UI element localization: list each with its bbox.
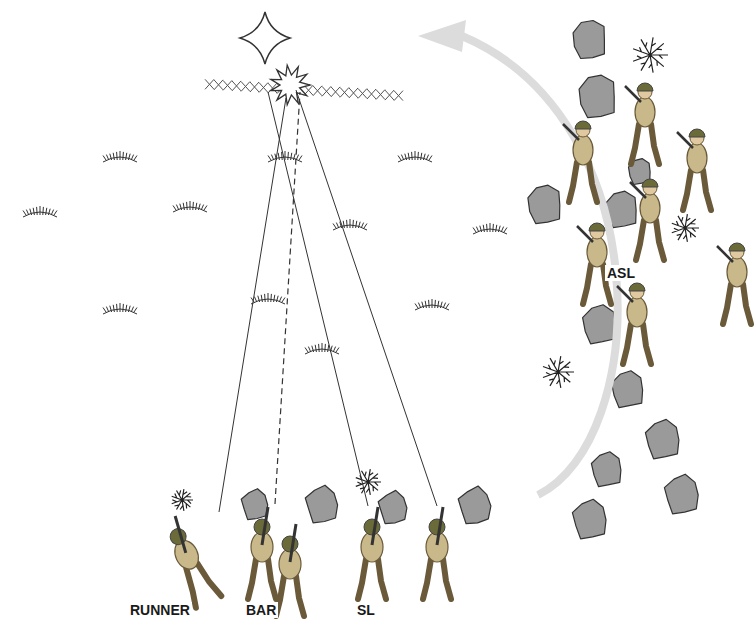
grass-tuft [23, 206, 57, 217]
soldier [577, 223, 611, 304]
shrub [633, 37, 668, 72]
rock [579, 75, 614, 117]
position-label: BAR [244, 602, 278, 618]
firing-soldier [157, 513, 221, 608]
grass-tuft [333, 219, 367, 230]
rock [458, 486, 491, 524]
rock [305, 485, 337, 523]
wire-obstacle [205, 79, 403, 100]
rock [573, 21, 604, 59]
shrub [172, 489, 193, 511]
grass-tuft [415, 299, 449, 310]
shrub [672, 214, 699, 242]
grass-tuft [103, 151, 137, 162]
rock [583, 305, 616, 344]
grass-tuft [398, 151, 432, 162]
soldier [717, 243, 751, 324]
soldier [625, 83, 659, 164]
position-label: ASL [605, 265, 637, 281]
rock [612, 371, 643, 408]
rock [528, 185, 560, 223]
grass-tuft [305, 343, 339, 354]
position-label: RUNNER [128, 602, 192, 618]
grass-tuft [251, 293, 285, 304]
rock [591, 452, 621, 487]
grass-tuft [173, 201, 207, 212]
position-label: SL [355, 602, 377, 618]
soldier [617, 283, 651, 364]
firing-soldier [276, 524, 304, 616]
rock [572, 499, 606, 539]
firing-soldier [248, 507, 276, 599]
soldier [677, 129, 711, 210]
firing-soldier [358, 507, 386, 599]
grass-tuft [103, 303, 137, 314]
soldier [630, 179, 664, 260]
rock [241, 489, 268, 520]
grass-tuft [473, 223, 507, 234]
shrub [543, 356, 574, 388]
rock [378, 490, 407, 523]
rock [664, 474, 698, 514]
soldier [563, 121, 597, 202]
firing-soldier [423, 507, 451, 599]
rock [645, 419, 679, 458]
